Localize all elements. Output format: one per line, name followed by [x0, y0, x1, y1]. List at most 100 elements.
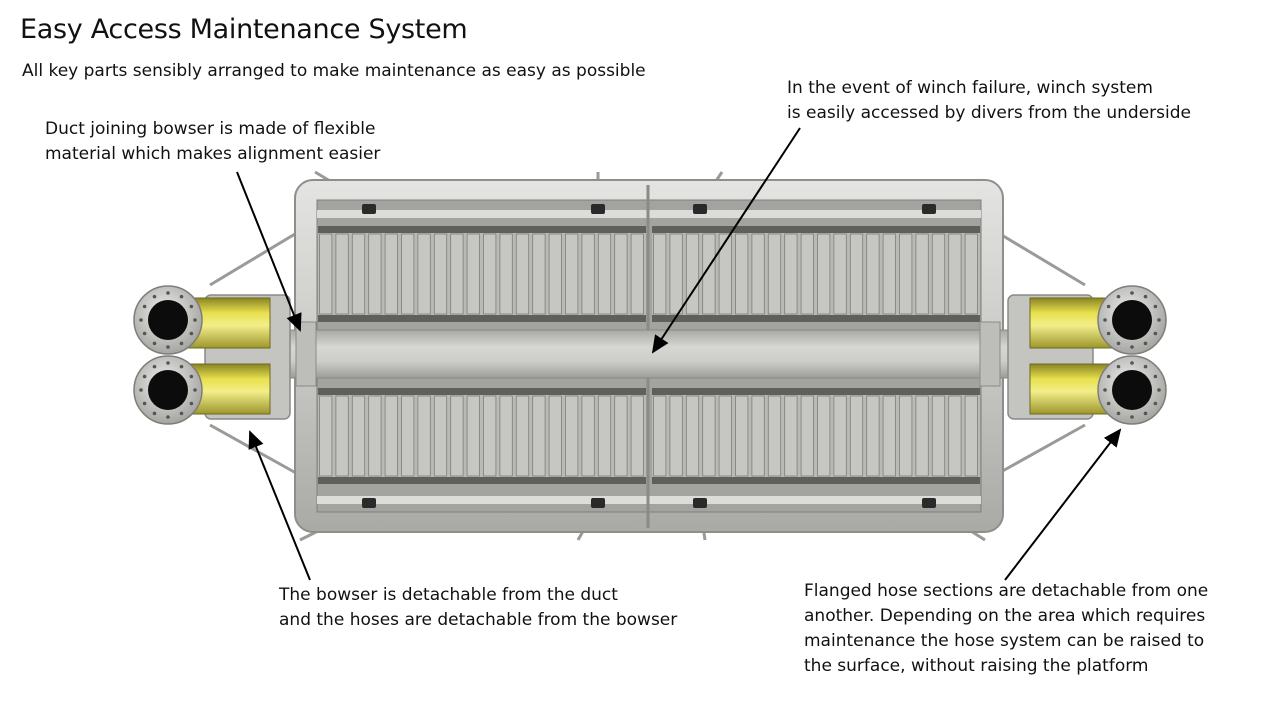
flange-bolt — [193, 388, 197, 392]
callout-duct: Duct joining bowser is made of flexible … — [45, 117, 380, 167]
slat-rail — [318, 226, 646, 233]
flange-bolt — [1157, 388, 1161, 392]
slat — [417, 395, 431, 477]
flange-bolt — [139, 318, 143, 322]
slat — [915, 395, 929, 477]
slat — [735, 233, 749, 315]
slat — [532, 233, 546, 315]
slat — [450, 395, 464, 477]
slat — [515, 395, 530, 477]
slat — [653, 233, 667, 315]
slat — [401, 395, 415, 477]
arrow-bowser — [248, 430, 311, 581]
slat — [630, 395, 644, 477]
slat — [466, 233, 480, 315]
flange-bolt — [189, 304, 194, 309]
arrow-duct — [236, 171, 302, 332]
flange-bolt — [1130, 345, 1134, 349]
slat — [948, 395, 962, 477]
slat-panel — [318, 226, 646, 322]
hose-sections-left — [133, 285, 271, 425]
flange-bolt — [1143, 341, 1148, 346]
slat-panel — [318, 388, 646, 484]
slat — [833, 233, 847, 315]
flange-bolt — [1143, 364, 1148, 369]
slat — [866, 233, 880, 315]
slat — [515, 233, 530, 315]
slat — [433, 395, 448, 477]
flange-bolt — [1130, 415, 1134, 419]
slat — [581, 395, 595, 477]
slat — [483, 395, 497, 477]
central-duct — [289, 321, 1011, 387]
flange-bolt — [189, 401, 194, 406]
slat — [368, 233, 382, 315]
slat — [751, 233, 765, 315]
flange-bolts — [139, 291, 1161, 419]
slat — [735, 395, 749, 477]
flange-bolt — [152, 341, 157, 346]
callout-hose-line-2: another. Depending on the area which req… — [804, 606, 1206, 626]
callout-hose-line-1: Flanged hose sections are detachable fro… — [804, 581, 1209, 601]
flange-bolt — [1130, 361, 1134, 365]
slat — [401, 233, 415, 315]
slat — [630, 233, 644, 315]
callout-bowser-line-2: and the hoses are detachable from the bo… — [279, 610, 678, 630]
slat — [800, 233, 814, 315]
flange-bolt — [1157, 318, 1161, 322]
flange-bolt — [1153, 331, 1158, 336]
slat — [718, 395, 732, 477]
slat — [767, 233, 782, 315]
slat — [702, 395, 716, 477]
slat — [351, 233, 366, 315]
slat — [767, 395, 782, 477]
slat — [702, 233, 716, 315]
slat — [565, 233, 579, 315]
slat — [751, 395, 765, 477]
flange-bolt — [1153, 304, 1158, 309]
callout-winch-line-1: In the event of winch failure, winch sys… — [787, 78, 1153, 98]
slat — [866, 395, 880, 477]
slat — [948, 233, 962, 315]
slat — [499, 233, 513, 315]
callout-hose-line-3: maintenance the hose system can be raise… — [804, 631, 1205, 651]
flange-bolt — [1153, 401, 1158, 406]
flange-bolt — [1116, 364, 1121, 369]
flange-bolt — [1116, 411, 1121, 416]
flange-bolt — [189, 374, 194, 379]
slat — [532, 395, 546, 477]
winch-blocks — [362, 204, 936, 508]
arrow-winch — [651, 127, 801, 354]
flange-bolt — [142, 304, 147, 309]
slat — [368, 395, 382, 477]
callout-winch: In the event of winch failure, winch sys… — [787, 76, 1191, 126]
slat — [669, 233, 683, 315]
slat-rail — [318, 388, 646, 395]
slat — [335, 233, 349, 315]
flange-bolt — [166, 345, 170, 349]
slat — [964, 395, 978, 477]
slat — [384, 233, 398, 315]
flange-bolt — [193, 318, 197, 322]
slat-rail — [652, 477, 980, 484]
page-title: Easy Access Maintenance System — [20, 14, 468, 45]
flange-bolt — [179, 364, 184, 369]
slat — [685, 395, 700, 477]
flange-bolt — [189, 331, 194, 336]
slat — [849, 233, 864, 315]
slat — [466, 395, 480, 477]
page-subtitle: All key parts sensibly arranged to make … — [22, 61, 646, 81]
slat — [685, 233, 700, 315]
slat — [351, 395, 366, 477]
flange-bolt — [139, 388, 143, 392]
slat — [784, 233, 798, 315]
slat — [433, 233, 448, 315]
slat-panel — [652, 388, 980, 484]
flange-bolt — [1106, 331, 1111, 336]
slat — [384, 395, 398, 477]
slat-panels — [318, 226, 980, 484]
slat — [483, 233, 497, 315]
callout-winch-line-2: is easily accessed by divers from the un… — [787, 103, 1191, 123]
slat — [597, 233, 612, 315]
